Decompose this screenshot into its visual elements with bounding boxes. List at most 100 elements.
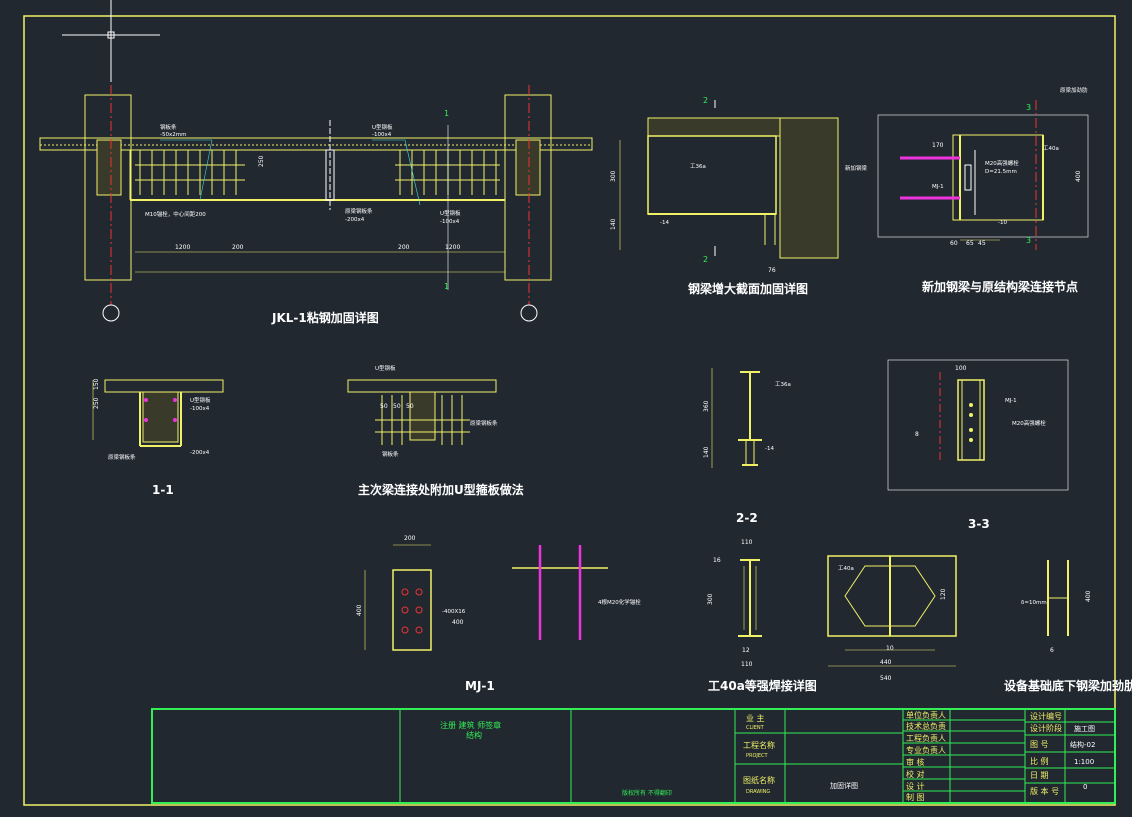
note-strip-11: 原梁钢板条 bbox=[108, 453, 136, 461]
dim-200-mj: 200 bbox=[404, 535, 416, 542]
title-i40: 工40a等强焊接详图 bbox=[708, 678, 817, 693]
dim-250-11: 250 bbox=[93, 397, 100, 409]
tb-dwg: 图纸名称 bbox=[743, 775, 775, 785]
note-bolt-33: M20高强螺栓 bbox=[1012, 419, 1046, 427]
tb-role-3: 专业负责人 bbox=[906, 745, 946, 755]
note-i36-b: 工36a bbox=[775, 381, 791, 388]
dim-250: 250 bbox=[258, 155, 265, 167]
note-plate-b-right: U型钢板 bbox=[440, 209, 461, 217]
dim-300-i40: 300 bbox=[707, 593, 714, 605]
note-strip: 原梁钢板条 bbox=[345, 207, 373, 215]
note-plate10-joint: -10 bbox=[998, 220, 1007, 226]
tb-role-1: 技术总负责 bbox=[906, 721, 946, 731]
tb-version: 0 bbox=[1083, 783, 1087, 791]
dim-110-top: 110 bbox=[741, 539, 753, 546]
dim-120: 120 bbox=[940, 588, 947, 600]
tb-stamp2: 结构 bbox=[466, 730, 482, 740]
cut-mark-3-bottom: 3 bbox=[1026, 236, 1031, 245]
cut-mark-3-top: 3 bbox=[1026, 103, 1031, 112]
title-enlarge: 钢梁增大截面加固详图 bbox=[688, 281, 808, 296]
dim-12: 12 bbox=[742, 647, 750, 654]
dim-110-bottom: 110 bbox=[741, 661, 753, 668]
tb-version-lbl: 版 本 号 bbox=[1030, 786, 1059, 796]
tb-role-6: 设 计 bbox=[906, 781, 925, 791]
tb-role-0: 单位负责人 bbox=[906, 710, 946, 720]
tb-proj: 工程名称 bbox=[743, 740, 775, 750]
stiffener-detail bbox=[827, 555, 1069, 667]
note-mj-joint: MJ-1 bbox=[932, 184, 944, 190]
dim-76: 76 bbox=[768, 267, 776, 274]
dim-1200-right: 1200 bbox=[445, 244, 460, 251]
section-2-2 bbox=[711, 368, 762, 468]
note-i36-a: 工36a bbox=[690, 163, 706, 170]
note-t10: δ=10mm bbox=[1021, 600, 1047, 606]
note-anchor: M10锚栓，中心间距200 bbox=[145, 210, 206, 218]
newbeam-joint bbox=[877, 100, 1089, 250]
cut-mark-top: 1 bbox=[444, 109, 449, 118]
dim-100-33: 100 bbox=[955, 365, 967, 372]
note-strip-u: 原梁钢板条 bbox=[470, 419, 498, 427]
note-plate-b-u: U型钢板 bbox=[375, 364, 396, 372]
note-plate-b: U型钢板 bbox=[372, 123, 393, 131]
note-bolt: M20高强螺栓 bbox=[985, 159, 1019, 167]
title-section-2-2: 2-2 bbox=[736, 511, 758, 525]
tb-role-4: 审 核 bbox=[906, 757, 925, 767]
note-plate-a2: -50x2mm bbox=[160, 132, 186, 138]
note-d215: D=21.5mm bbox=[985, 169, 1017, 175]
i40-detail bbox=[738, 559, 762, 637]
tb-role-2: 工程负责人 bbox=[906, 733, 946, 743]
cut-mark-bottom: 1 bbox=[444, 282, 449, 291]
dim-1200-left: 1200 bbox=[175, 244, 190, 251]
tb-client: 业 主 bbox=[746, 713, 765, 723]
title-section-1-1: 1-1 bbox=[152, 483, 174, 497]
dim-400-mj: 400 bbox=[356, 604, 363, 616]
dim-10: 10 bbox=[886, 645, 894, 652]
note-mj-33: MJ-1 bbox=[1005, 398, 1017, 404]
note-i40a-joint: 工40a bbox=[1043, 145, 1059, 152]
dim-50-a: 50 bbox=[380, 403, 388, 410]
tb-stamp1: 注册 建筑 师签章 bbox=[440, 720, 501, 730]
dim-140-a: 140 bbox=[610, 218, 617, 230]
tb-date-lbl: 日 期 bbox=[1030, 771, 1049, 780]
note-plate-b2: -100x4 bbox=[372, 132, 392, 138]
dim-50-c: 50 bbox=[406, 403, 414, 410]
tb-design-stage: 设计阶段 bbox=[1030, 723, 1062, 733]
title-mj1: MJ-1 bbox=[465, 679, 495, 693]
drawing-border bbox=[23, 15, 1116, 806]
tb-proj-en: PROJECT bbox=[746, 753, 769, 759]
title-ubeam: 主次梁连接处附加U型箍板做法 bbox=[358, 482, 524, 497]
note-strip2-11: -200x4 bbox=[190, 450, 210, 456]
note-plate-b-11: U型钢板 bbox=[190, 396, 211, 404]
title-section-3-3: 3-3 bbox=[968, 517, 990, 531]
tb-copyright: 版权所有 不得翻印 bbox=[622, 789, 672, 797]
note-i40a-stiff: 工40a bbox=[838, 565, 854, 572]
dim-360: 360 bbox=[703, 400, 710, 412]
dim-170: 170 bbox=[932, 142, 944, 149]
note-newsteel: 新加钢梁 bbox=[845, 164, 868, 172]
note-plate-b2-right: -100x4 bbox=[440, 219, 460, 225]
dim-200-right: 200 bbox=[398, 244, 410, 251]
title-newbeam: 新加钢梁与原结构梁连接节点 bbox=[922, 279, 1078, 294]
note-plate400: -400X16 bbox=[442, 609, 466, 615]
title-jkl: JKL-1粘钢加固详图 bbox=[271, 310, 379, 325]
dim-440: 440 bbox=[880, 659, 892, 666]
crosshair-cursor bbox=[62, 0, 160, 82]
jkl-elevation bbox=[39, 85, 593, 322]
tb-scale-lbl: 比 例 bbox=[1030, 756, 1049, 766]
dim-16: 16 bbox=[713, 557, 721, 564]
dim-60: 60 bbox=[950, 240, 958, 247]
note-plate-a-u: 钢板条 bbox=[382, 450, 399, 458]
tb-scale: 1:100 bbox=[1074, 758, 1094, 766]
dim-400-stiff: 400 bbox=[1085, 590, 1092, 602]
dim-400-mj-b: 400 bbox=[452, 619, 464, 626]
title-stiff: 设备基础底下钢梁加劲肋 bbox=[1004, 678, 1132, 693]
dim-65: 65 bbox=[966, 240, 974, 247]
tb-drawing-no: 结构-02 bbox=[1070, 740, 1095, 749]
dim-400-joint: 400 bbox=[1075, 170, 1082, 182]
tb-dwg-en: DRAWING bbox=[746, 789, 770, 795]
note-plate14-b: -14 bbox=[765, 446, 774, 452]
tb-role-5: 校 对 bbox=[906, 769, 925, 779]
dim-200-left: 200 bbox=[232, 244, 244, 251]
dim-6: 6 bbox=[1050, 647, 1054, 654]
